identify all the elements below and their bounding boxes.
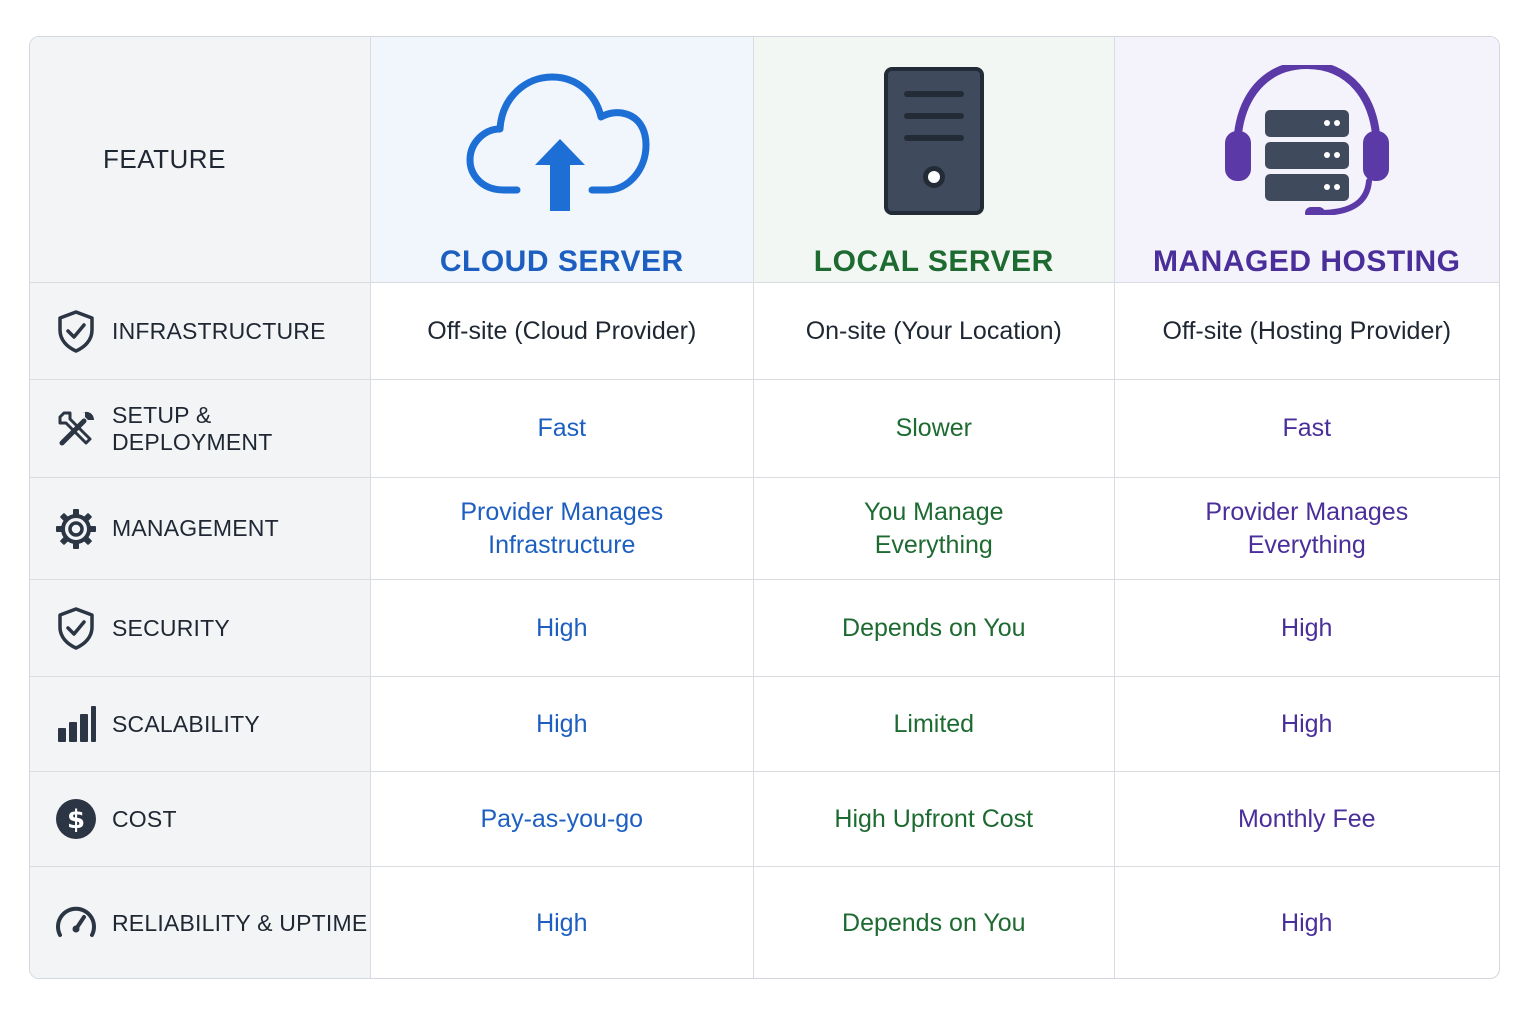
cloud-value-cell: Pay-as-you-go (371, 772, 755, 866)
svg-text:$: $ (67, 805, 85, 835)
local-value-cell: Depends on You (754, 580, 1115, 676)
feature-label: COST (112, 805, 177, 832)
local-value-cell: High Upfront Cost (754, 772, 1115, 866)
cloud-value: Off-site (Cloud Provider) (427, 316, 697, 345)
bar-chart-icon (58, 706, 96, 742)
feature-label: SCALABILITY (112, 710, 260, 737)
cloud-server-header: CLOUD SERVER (370, 37, 755, 282)
feature-label: MANAGEMENT (112, 515, 279, 541)
feature-cell: RELIABILITY & UPTIME (30, 867, 371, 978)
dollar-circle-icon: $ (56, 799, 96, 839)
feature-label: RELIABILITY & UPTIME (112, 909, 368, 936)
header-row: FEATURE CLOUD SERVER LOCAL SERVER (30, 37, 1499, 283)
local-value: Depends on You (842, 613, 1026, 642)
table-row: INFRASTRUCTURE Off-site (Cloud Provider)… (30, 283, 1499, 380)
cloud-value: Pay-as-you-go (480, 804, 644, 833)
cloud-value: Provider Manages Infrastructure (460, 497, 664, 559)
cloud-value: High (536, 613, 588, 642)
managed-value: Fast (1282, 414, 1332, 442)
comparison-table: FEATURE CLOUD SERVER LOCAL SERVER (29, 36, 1500, 979)
speedometer-icon (56, 906, 96, 937)
feature-cell: SETUP & DEPLOYMENT (30, 380, 371, 477)
cloud-value: High (536, 709, 588, 738)
managed-value-cell: Monthly Fee (1115, 772, 1499, 866)
local-value-cell: Depends on You (754, 867, 1115, 978)
feature-cell: SCALABILITY (30, 677, 371, 771)
feature-cell: $ COST (30, 772, 371, 866)
managed-value-cell: High (1115, 580, 1499, 676)
cloud-server-title: CLOUD SERVER (439, 245, 684, 278)
cloud-value-cell: Provider Manages Infrastructure (371, 478, 755, 579)
managed-value: High (1281, 709, 1333, 738)
feature-label: INFRASTRUCTURE (112, 317, 326, 344)
local-value: Slower (895, 414, 972, 442)
managed-value: Monthly Fee (1237, 804, 1376, 833)
table-row: SCALABILITY High Limited High (30, 677, 1499, 772)
tools-icon (58, 411, 94, 445)
feature-label: SECURITY (112, 614, 230, 641)
cloud-value: Fast (537, 414, 587, 442)
table-row: MANAGEMENT Provider Manages Infrastructu… (30, 478, 1499, 580)
local-value-cell: Limited (754, 677, 1115, 771)
local-value: On-site (Your Location) (805, 316, 1062, 345)
feature-cell: INFRASTRUCTURE (30, 283, 371, 379)
managed-value-cell: High (1115, 677, 1499, 771)
local-value: Limited (893, 709, 975, 738)
shield-check-icon (58, 607, 94, 650)
local-value: Depends on You (842, 908, 1026, 937)
managed-value: Off-site (Hosting Provider) (1162, 316, 1452, 345)
cloud-value-cell: High (371, 867, 755, 978)
local-value-cell: You Manage Everything (754, 478, 1115, 579)
managed-hosting-title: MANAGED HOSTING (1153, 245, 1461, 278)
table-row: SETUP & DEPLOYMENT Fast Slower Fast (30, 380, 1499, 478)
local-value: High Upfront Cost (834, 804, 1034, 833)
table-row: RELIABILITY & UPTIME High Depends on You… (30, 867, 1499, 978)
cloud-value-cell: High (371, 677, 755, 771)
cloud-value-cell: Off-site (Cloud Provider) (371, 283, 755, 379)
managed-value-cell: High (1115, 867, 1499, 978)
gear-icon (56, 508, 96, 549)
managed-hosting-header: MANAGED HOSTING (1114, 37, 1499, 282)
headset-server-icon (1224, 65, 1389, 215)
managed-value-cell: Fast (1115, 380, 1499, 477)
shield-check-icon (58, 310, 94, 353)
feature-header-cell: FEATURE (30, 37, 371, 282)
table-row: SECURITY High Depends on You High (30, 580, 1499, 677)
server-tower-icon (883, 67, 984, 215)
local-server-header: LOCAL SERVER (754, 37, 1115, 282)
managed-value-cell: Off-site (Hosting Provider) (1115, 283, 1499, 379)
feature-header-label: FEATURE (103, 144, 226, 174)
local-value: You Manage Everything (864, 497, 1004, 559)
managed-value: Provider Manages Everything (1205, 497, 1409, 559)
local-value-cell: On-site (Your Location) (754, 283, 1115, 379)
feature-cell: MANAGEMENT (30, 478, 371, 579)
cloud-upload-icon (466, 73, 650, 211)
feature-cell: SECURITY (30, 580, 371, 676)
feature-label: SETUP & DEPLOYMENT (112, 401, 273, 455)
table-row: $ COST Pay-as-you-go High Upfront Cost M… (30, 772, 1499, 867)
local-value-cell: Slower (754, 380, 1115, 477)
managed-value: High (1281, 908, 1333, 937)
local-server-title: LOCAL SERVER (813, 245, 1054, 278)
managed-value: High (1281, 613, 1333, 642)
cloud-value-cell: High (371, 580, 755, 676)
cloud-value-cell: Fast (371, 380, 755, 477)
cloud-value: High (536, 908, 588, 937)
managed-value-cell: Provider Manages Everything (1115, 478, 1499, 579)
